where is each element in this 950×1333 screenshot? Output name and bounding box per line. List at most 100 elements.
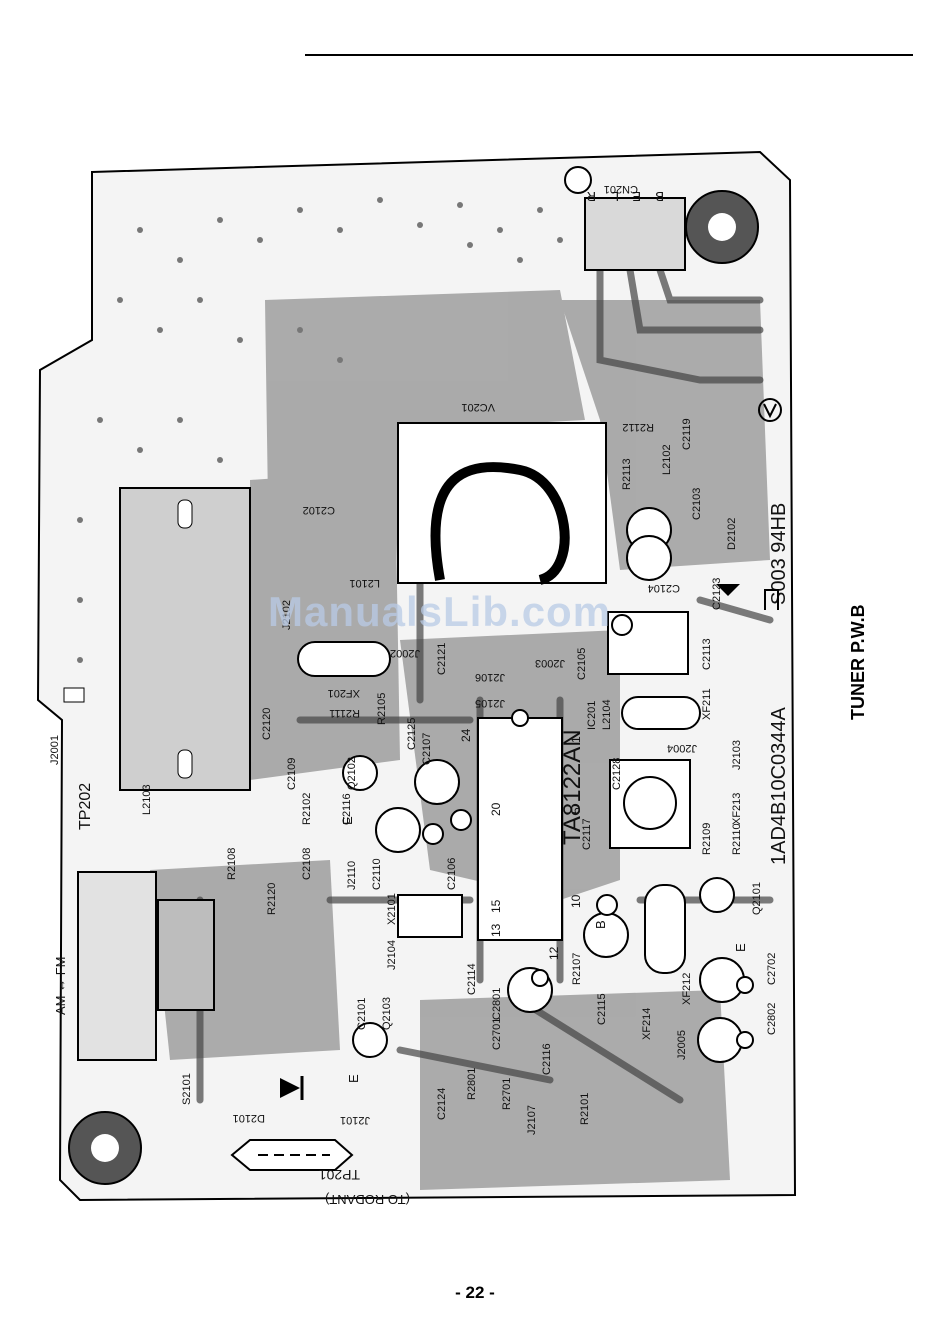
label-am-fm-switch: AM ↔ FM — [53, 957, 68, 1016]
label-c2102: C2102 — [303, 504, 335, 516]
label-c2116-low: C2116 — [541, 1043, 553, 1075]
label-c2802: C2802 — [766, 1003, 778, 1035]
label-c2107: C2107 — [421, 733, 433, 765]
ic-pin-10: 10 — [569, 894, 583, 908]
label-c2125: C2125 — [406, 718, 418, 750]
watermark: ManualsLib.com — [268, 588, 612, 635]
connector-pin-b: B — [655, 189, 664, 204]
label-r2108: R2108 — [226, 848, 238, 880]
label-c2117: C2117 — [581, 818, 593, 850]
label-r2120: R2120 — [266, 883, 278, 915]
label-c2121: C2121 — [436, 643, 448, 675]
label-s2101: S2101 — [181, 1073, 193, 1105]
label-j2002: J2002 — [390, 647, 420, 659]
label-r2111: R2111 — [329, 707, 360, 719]
label-xf214: XF214 — [641, 1008, 653, 1040]
switch-block — [119, 487, 251, 791]
rating-mark: S003 94HB — [768, 503, 790, 605]
label-c2801: C2801 — [491, 988, 503, 1020]
label-emitter-q2101: E — [733, 943, 748, 952]
label-x2101: X2101 — [386, 893, 398, 925]
pads — [422, 809, 754, 1049]
board-code: 1AD4B10C0344A — [768, 706, 790, 865]
label-r2101: R2101 — [579, 1093, 591, 1125]
label-r2109: R2109 — [701, 823, 713, 855]
label-r2110: R2110 — [731, 823, 743, 855]
label-c2104: C2104 — [648, 582, 680, 594]
label-r2107: R2107 — [571, 953, 583, 985]
connector-pin-l: L — [612, 189, 619, 204]
ic-ta8122an — [477, 717, 563, 941]
filter-xf211 — [621, 696, 701, 730]
label-c2109: C2109 — [286, 758, 298, 790]
label-r2801: R2801 — [466, 1068, 478, 1100]
ic-pin-24: 24 — [459, 728, 473, 742]
label-d2102: D2102 — [726, 518, 738, 550]
label-emitter-q2103: E — [346, 1074, 361, 1083]
filter-xf201 — [297, 641, 391, 677]
label-c2701: C2701 — [491, 1018, 503, 1050]
ic-part-number: TA8122AN — [559, 729, 586, 845]
label-r2105: R2105 — [376, 693, 388, 725]
label-j2004: J2004 — [667, 742, 697, 754]
page-title: TUNER P.W.B — [848, 604, 868, 720]
label-c2108: C2108 — [301, 848, 313, 880]
diode-d2102 — [716, 584, 740, 596]
ic-pin-20: 20 — [489, 802, 503, 816]
label-j2106: J2106 — [475, 671, 505, 683]
ceramic-filter-x2101 — [397, 894, 463, 938]
label-c2124: C2124 — [436, 1088, 448, 1120]
label-c2103: C2103 — [691, 488, 703, 520]
label-j2105: J2105 — [475, 697, 505, 709]
label-c2123: C2123 — [711, 578, 723, 610]
header-rule — [305, 54, 913, 56]
label-xf211: XF211 — [701, 688, 713, 720]
label-c2702: C2702 — [766, 953, 778, 985]
label-j2001: J2001 — [49, 735, 61, 765]
page-number: - 22 - — [455, 1283, 495, 1302]
label-j2102: J2102 — [281, 600, 293, 630]
transistors — [342, 507, 745, 1063]
label-c2128: C2128 — [611, 758, 623, 790]
label-r2113: R2113 — [621, 458, 633, 490]
label-r2102: R2102 — [301, 793, 313, 825]
label-xf213: XF213 — [731, 793, 743, 825]
label-c2119: C2119 — [681, 418, 693, 450]
connector-pin-r: R — [587, 189, 596, 204]
ic-pin-5: 5 — [569, 807, 583, 814]
label-l2102: L2102 — [661, 444, 673, 475]
slide-switch-s2101 — [77, 871, 157, 1061]
label-l2101: L2101 — [349, 577, 380, 589]
label-r2701: R2701 — [501, 1078, 513, 1110]
via-dots — [77, 197, 563, 663]
label-c2101: C2101 — [356, 998, 368, 1030]
label-c2115: C2115 — [596, 993, 608, 1025]
label-c2114: C2114 — [466, 963, 478, 995]
label-c2120: C2120 — [261, 708, 273, 740]
label-tp202: TP202 — [77, 783, 94, 830]
label-q2103: Q2103 — [381, 997, 393, 1030]
label-j2107: J2107 — [526, 1105, 538, 1135]
diode-d2101 — [280, 1078, 300, 1098]
ic-pin-1: 1 — [569, 736, 583, 743]
ul-mark-icon — [758, 398, 782, 610]
label-ic201: IC201 — [586, 701, 598, 730]
label-j2103: J2103 — [731, 740, 743, 770]
label-xf201: XF201 — [328, 687, 360, 699]
label-xf212: XF212 — [681, 973, 693, 1005]
connector-pin-e: E — [632, 189, 641, 204]
label-j2003: J2003 — [535, 657, 565, 669]
label-q2101: Q2101 — [751, 882, 763, 915]
label-antenna: (TO RODANT) — [325, 1192, 410, 1207]
ic-pin-13: 13 — [489, 923, 503, 937]
mounting-holes — [68, 166, 759, 1185]
label-j2005: J2005 — [676, 1030, 688, 1060]
label-l2104: L2104 — [601, 699, 613, 730]
label-j2104: J2104 — [386, 940, 398, 970]
label-c2110: C2110 — [371, 858, 383, 890]
filter-xf212 — [644, 884, 686, 974]
variable-capacitor-vc201 — [397, 422, 607, 584]
label-c2116: C2116 — [341, 793, 353, 825]
connector-label: CN201 — [604, 183, 638, 195]
